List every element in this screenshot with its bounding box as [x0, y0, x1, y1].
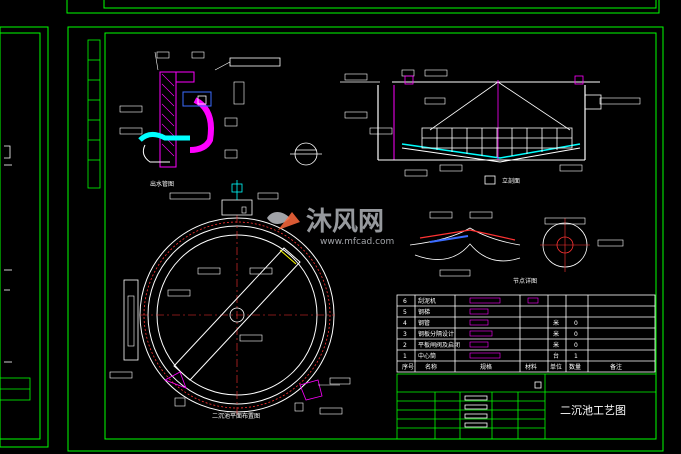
table-row-name: 刮泥机 — [418, 297, 436, 305]
table-header-material: 材料 — [525, 363, 537, 371]
table-row-no: 1 — [403, 353, 407, 360]
left-sheet-fragments — [4, 145, 12, 363]
table-header-no: 序号 — [402, 363, 414, 371]
table-row-no: 3 — [403, 331, 407, 338]
title-block — [396, 373, 657, 440]
left-sheet-inner-frame — [0, 32, 41, 440]
sheet-frames — [0, 0, 664, 452]
top-sheet-inner-frame — [103, 0, 657, 9]
table-header-remark: 备注 — [610, 363, 622, 371]
table-row-qty: 1 — [574, 353, 578, 360]
plan-view — [109, 180, 351, 415]
table-row-unit: 米 — [553, 330, 559, 338]
material-table — [396, 294, 656, 373]
outlet-view-title: 出水管图 — [150, 180, 174, 188]
material-table-cells — [469, 297, 539, 359]
drawing-title: 二沉池工艺图 — [560, 404, 626, 417]
table-row-name: 钢管 — [418, 319, 430, 327]
section-grid — [421, 127, 573, 157]
watermark-brand: 沐风网 — [306, 207, 384, 237]
watermark: 沐风网 www.mfcad.com — [267, 207, 394, 247]
table-row-unit: 台 — [553, 352, 559, 360]
table-header-unit: 单位 — [550, 363, 562, 371]
section-symbol — [290, 142, 322, 166]
table-row-qty: 0 — [574, 342, 578, 349]
top-sheet-frame — [66, 0, 660, 14]
table-row-no: 2 — [403, 342, 407, 349]
watermark-logo-icon — [267, 212, 290, 224]
table-row-qty: 0 — [574, 331, 578, 338]
main-sheet-inner-frame — [104, 32, 657, 440]
table-row-qty: 0 — [574, 320, 578, 327]
plan-view-title: 二沉池平面布置图 — [212, 412, 260, 420]
watermark-url: www.mfcad.com — [320, 237, 394, 247]
table-row-unit: 米 — [553, 341, 559, 349]
table-row-no: 6 — [403, 298, 407, 305]
table-row-no: 4 — [403, 320, 407, 327]
table-row-name: 中心筒 — [418, 352, 436, 360]
outlet-pipe-detail — [119, 51, 281, 168]
left-sheet-frame — [0, 26, 49, 448]
section-view — [340, 69, 641, 185]
table-header-qty: 数量 — [569, 363, 581, 371]
section-view-title: 立剖面 — [502, 177, 520, 185]
table-row-name: 平板闸阀及启闭 — [418, 341, 460, 349]
detail-view — [409, 211, 624, 277]
watermark-flame-icon — [278, 212, 300, 230]
detail-view-title: 节点详图 — [513, 277, 537, 285]
table-header-spec: 规格 — [480, 363, 492, 371]
table-row-name: 钢板分隔设计 — [418, 330, 454, 338]
table-row-unit: 米 — [553, 319, 559, 327]
material-table-rows: 6 刮泥机 5 钢梯 4 钢管 3 钢板分隔设计 2 平板闸阀及启闭 1 中心筒… — [402, 297, 622, 371]
main-sheet-outer-frame — [67, 26, 664, 452]
table-header-name: 名称 — [425, 363, 437, 371]
table-row-name: 钢梯 — [418, 308, 430, 316]
binding-strip — [0, 39, 101, 401]
table-row-no: 5 — [403, 309, 407, 316]
